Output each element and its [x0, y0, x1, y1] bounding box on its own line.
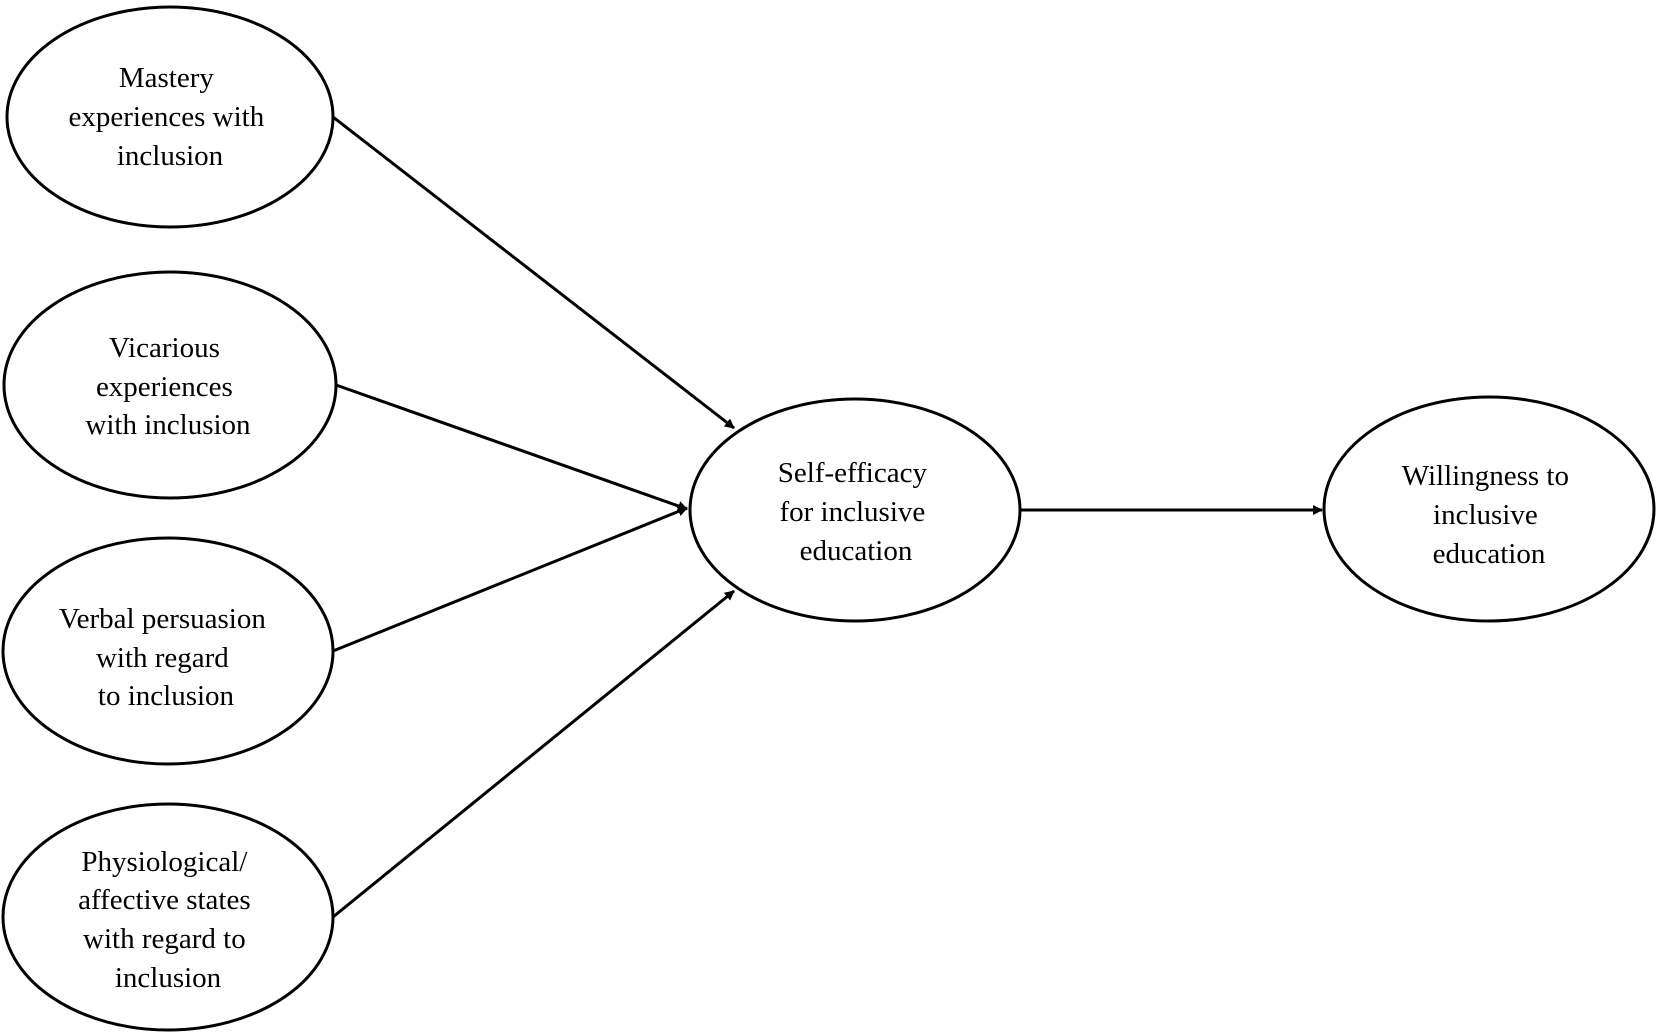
node-willingness: Willingness to inclusive education: [1322, 395, 1656, 623]
node-mastery-label: Mastery experiences with inclusion: [69, 62, 272, 172]
node-physiological: Physiological/ affective states with reg…: [1, 802, 335, 1032]
edges: [332, 115, 1323, 919]
node-physiological-line-4: inclusion: [115, 962, 222, 994]
node-self-efficacy-label: Self-efficacy for inclusive education: [778, 457, 934, 567]
node-verbal-label: Verbal persuasion with regard to inclusi…: [59, 603, 273, 712]
node-vicarious-label: Vicarious experiences with inclusion: [85, 332, 251, 441]
node-mastery-ellipse: [5, 5, 335, 229]
node-verbal: Verbal persuasion with regard to inclusi…: [1, 536, 335, 766]
node-willingness-label: Willingness to inclusive education: [1402, 460, 1576, 570]
node-willingness-line-3: education: [1433, 538, 1546, 570]
node-physiological-line-1: Physiological/: [81, 846, 248, 878]
node-physiological-label: Physiological/ affective states with reg…: [78, 846, 258, 994]
node-self-efficacy-line-1: Self-efficacy: [778, 457, 928, 489]
node-verbal-line-1: Verbal persuasion: [59, 603, 266, 635]
node-willingness-line-1: Willingness to: [1402, 460, 1569, 492]
node-physiological-line-2: affective states: [78, 884, 251, 916]
node-mastery-line-1: Mastery: [119, 62, 215, 94]
node-self-efficacy-line-2: for inclusive: [779, 496, 925, 528]
node-mastery-line-3: inclusion: [117, 140, 224, 172]
edge-physiological-to-self-efficacy: [332, 589, 735, 919]
node-vicarious-line-1: Vicarious: [109, 332, 220, 364]
node-mastery-line-2: experiences with: [69, 101, 265, 133]
node-verbal-line-2: with regard: [96, 642, 229, 674]
node-physiological-line-3: with regard to: [83, 923, 246, 955]
node-mastery: Mastery experiences with inclusion: [5, 5, 335, 229]
node-vicarious: Vicarious experiences with inclusion: [2, 270, 338, 500]
edge-vicarious-to-self-efficacy: [335, 383, 688, 511]
edge-verbal-to-self-efficacy: [332, 506, 688, 653]
node-verbal-ellipse: [1, 536, 335, 766]
edge-mastery-to-self-efficacy: [332, 115, 735, 430]
node-self-efficacy-ellipse: [688, 397, 1022, 623]
node-willingness-line-2: inclusive: [1433, 499, 1538, 531]
node-vicarious-line-3: with inclusion: [85, 409, 251, 441]
node-physiological-ellipse: [1, 802, 335, 1032]
node-willingness-ellipse: [1322, 395, 1656, 623]
node-vicarious-ellipse: [2, 270, 338, 500]
node-self-efficacy: Self-efficacy for inclusive education: [688, 397, 1022, 623]
node-verbal-line-3: to inclusion: [98, 680, 235, 712]
node-vicarious-line-2: experiences: [96, 371, 233, 403]
node-self-efficacy-line-3: education: [800, 535, 913, 567]
